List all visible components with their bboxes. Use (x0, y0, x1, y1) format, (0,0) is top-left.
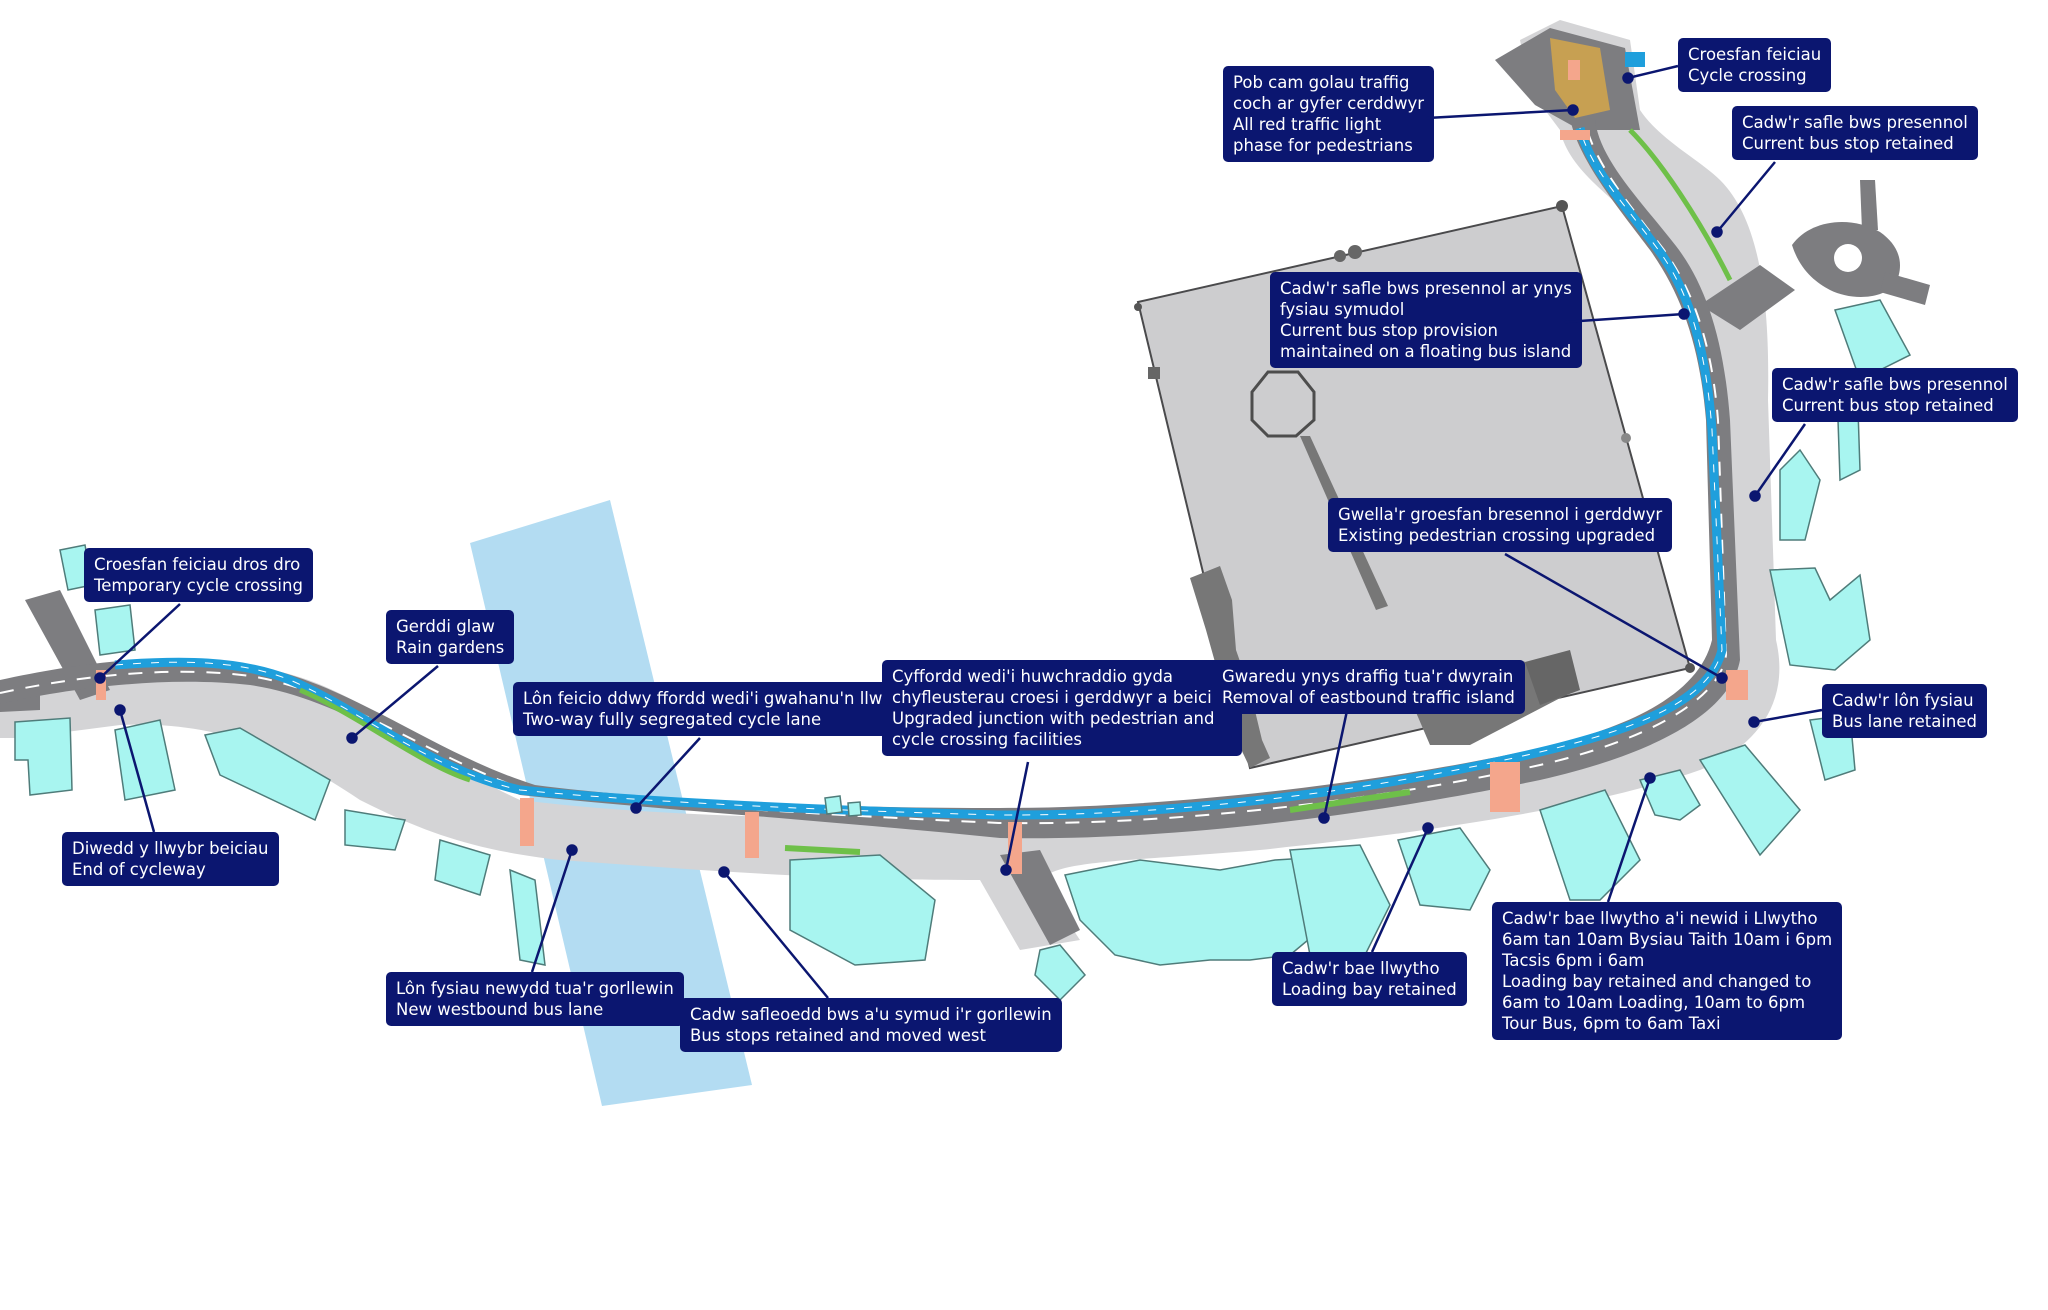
callout-bus-lane-retained: Cadw'r lôn fysiau Bus lane retained (1822, 684, 1987, 738)
callout-bus-stop-retained-top: Cadw'r safle bws presennol Current bus s… (1732, 106, 1978, 160)
callout-floating-bus-island: Cadw'r safle bws presennol ar ynys fysia… (1270, 272, 1582, 368)
callout-loading-bay-retained: Cadw'r bae llwytho Loading bay retained (1272, 952, 1467, 1006)
callout-rain-gardens: Gerddi glaw Rain gardens (386, 610, 515, 664)
callout-westbound-bus-lane: Lôn fysiau newydd tua'r gorllewin New we… (386, 972, 684, 1026)
main-road (0, 118, 1740, 839)
callout-loading-bay-changed: Cadw'r bae llwytho a'i newid i Llwytho 6… (1492, 902, 1843, 1040)
rain-garden (1628, 128, 1733, 282)
callout-ped-crossing-upgraded: Gwella'r groesfan bresennol i gerddwyr E… (1328, 498, 1673, 552)
rain-garden (784, 845, 861, 855)
callout-traffic-island-removal: Gwaredu ynys draffig tua'r dwyrain Remov… (1212, 660, 1525, 714)
callout-bus-stop-retained-right: Cadw'r safle bws presennol Current bus s… (1772, 368, 2018, 422)
callout-bus-stops-moved-west: Cadw safleoedd bws a'u symud i'r gorllew… (680, 998, 1062, 1052)
roundabout (1792, 180, 1930, 305)
callout-two-way-cycle-lane: Lôn feicio ddwy ffordd wedi'i gwahanu'n … (513, 682, 909, 736)
rain-garden (1289, 789, 1411, 813)
callout-end-of-cycleway: Diwedd y llwybr beiciau End of cycleway (62, 832, 279, 886)
callout-upgraded-junction: Cyffordd wedi'i huwchraddio gyda chyfleu… (882, 660, 1243, 756)
callout-all-red-phase: Pob cam golau traffig coch ar gyfer cerd… (1223, 66, 1435, 162)
callout-cycle-crossing: Croesfan feiciau Cycle crossing (1678, 38, 1832, 92)
callout-temporary-cycle-crossing: Croesfan feiciau dros dro Temporary cycl… (84, 548, 313, 602)
